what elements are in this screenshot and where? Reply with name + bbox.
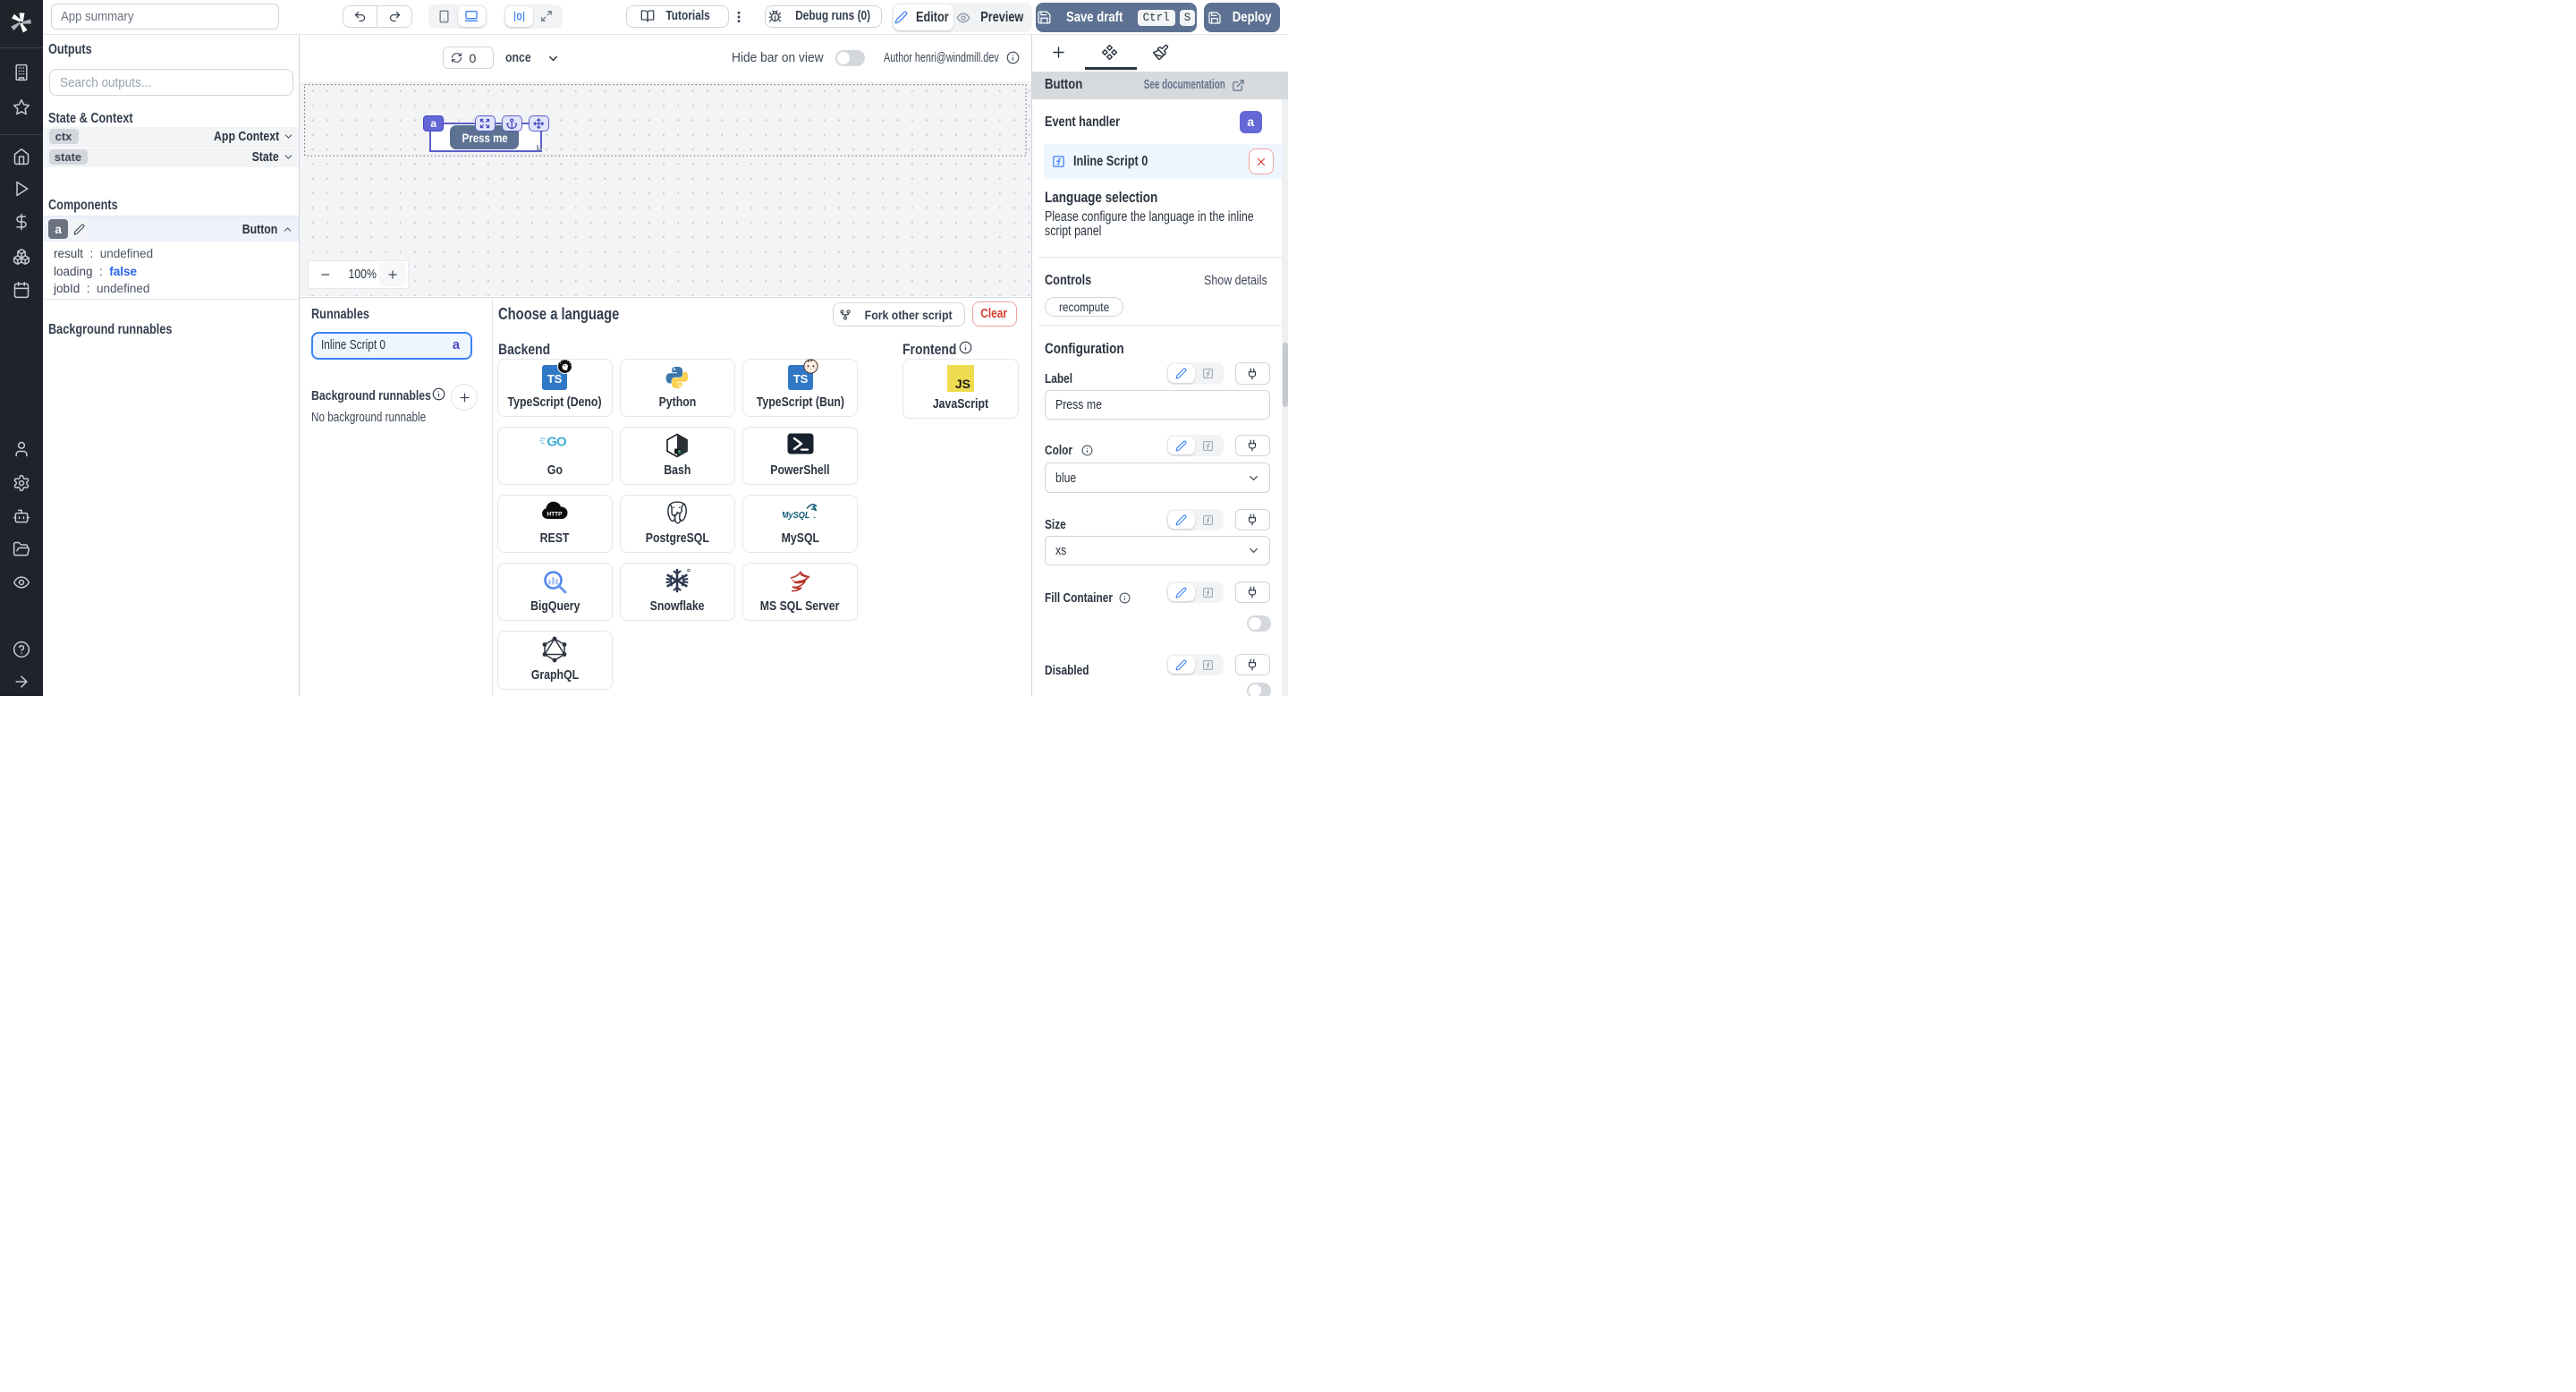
svg-text:GO: GO xyxy=(547,434,568,449)
svg-text:MySQL: MySQL xyxy=(783,511,810,521)
svg-text:HTTP: HTTP xyxy=(547,511,564,517)
svg-text:JS: JS xyxy=(955,377,970,391)
svg-text:TS: TS xyxy=(547,372,563,386)
svg-text:TS: TS xyxy=(792,372,808,386)
svg-text:$_: $_ xyxy=(678,448,684,454)
